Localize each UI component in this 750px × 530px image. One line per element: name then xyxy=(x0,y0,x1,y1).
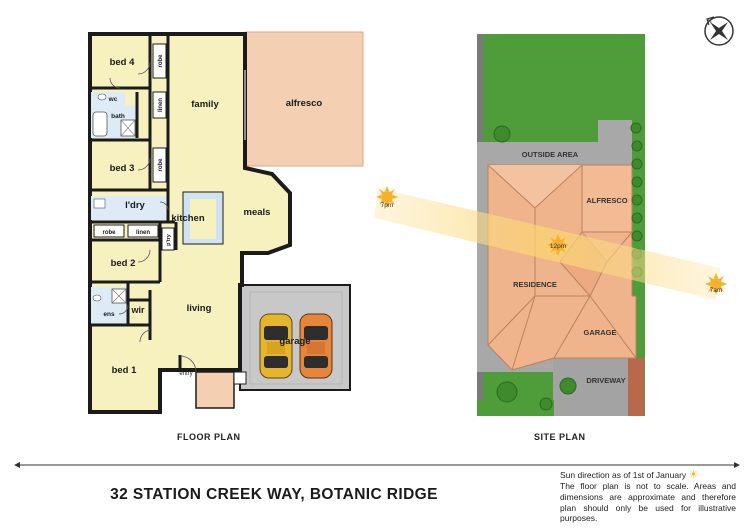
room-label-laundry: l'dry xyxy=(125,200,145,211)
car-icon xyxy=(299,313,333,379)
room-label-wir: wir xyxy=(130,305,145,315)
divider-line xyxy=(14,462,740,468)
sun-direction-text: Sun direction as of 1st of January xyxy=(560,470,687,480)
room-label-bed2: bed 2 xyxy=(111,258,136,269)
room-label-family: family xyxy=(191,99,219,110)
room-label-bed1: bed 1 xyxy=(112,365,138,376)
sun-icon: ☀ xyxy=(688,469,699,481)
room-label-entry: entry xyxy=(179,371,192,377)
room-label-bed4: bed 4 xyxy=(110,57,136,68)
room-label-bath: bath xyxy=(111,113,125,120)
site-label-outside-area: OUTSIDE AREA xyxy=(522,150,579,159)
sun-time-evening: 7pm xyxy=(381,202,394,209)
room-label-alfresco: alfresco xyxy=(286,98,323,109)
room-label-kitchen: kitchen xyxy=(171,213,204,224)
sun-direction-note: Sun direction as of 1st of January ☀ xyxy=(560,468,698,481)
room-label-meals: meals xyxy=(244,207,271,218)
entry-porch xyxy=(195,371,235,409)
floor-plan-caption: FLOOR PLAN xyxy=(177,432,241,442)
room-label-bed3: bed 3 xyxy=(110,163,135,174)
room-label-garage: garage xyxy=(279,336,310,347)
site-label-residence: RESIDENCE xyxy=(513,280,557,289)
sun-time-noon: 12pm xyxy=(550,243,566,250)
property-address: 32 STATION CREEK WAY, BOTANIC RIDGE xyxy=(110,486,438,503)
residence-roof xyxy=(487,164,637,371)
sun-time-morning: 7am xyxy=(710,287,723,294)
site-plan-caption: SITE PLAN xyxy=(534,432,586,442)
room-label-living: living xyxy=(187,303,212,314)
room-label-robe: robe xyxy=(158,158,164,172)
room-label-robe: robe xyxy=(102,230,116,236)
room-label-wc: wc xyxy=(108,96,118,103)
floor-plan: bed 4 robe wc linen bath bed 3 robe fami… xyxy=(88,31,364,414)
room-label-ens: ens xyxy=(103,311,115,318)
car-icon xyxy=(259,313,293,379)
compass-icon: N xyxy=(704,16,734,46)
disclaimer-text: The floor plan is not to scale. Areas an… xyxy=(560,481,736,524)
sun-path: 7pm 12pm 7am xyxy=(374,186,727,300)
alfresco-area xyxy=(244,31,364,167)
sun-icon xyxy=(376,186,398,208)
room-label-pantry: p'try xyxy=(166,233,172,246)
sun-icon xyxy=(547,234,569,256)
room-label-linen: linen xyxy=(136,230,150,236)
room-label-robe: robe xyxy=(158,54,164,68)
sun-icon xyxy=(705,273,727,295)
site-label-garage: GARAGE xyxy=(584,328,617,337)
svg-text:N: N xyxy=(708,19,712,25)
site-label-driveway: DRIVEWAY xyxy=(586,376,625,385)
site-label-alfresco: ALFRESCO xyxy=(586,196,627,205)
room-label-linen: linen xyxy=(158,98,164,112)
